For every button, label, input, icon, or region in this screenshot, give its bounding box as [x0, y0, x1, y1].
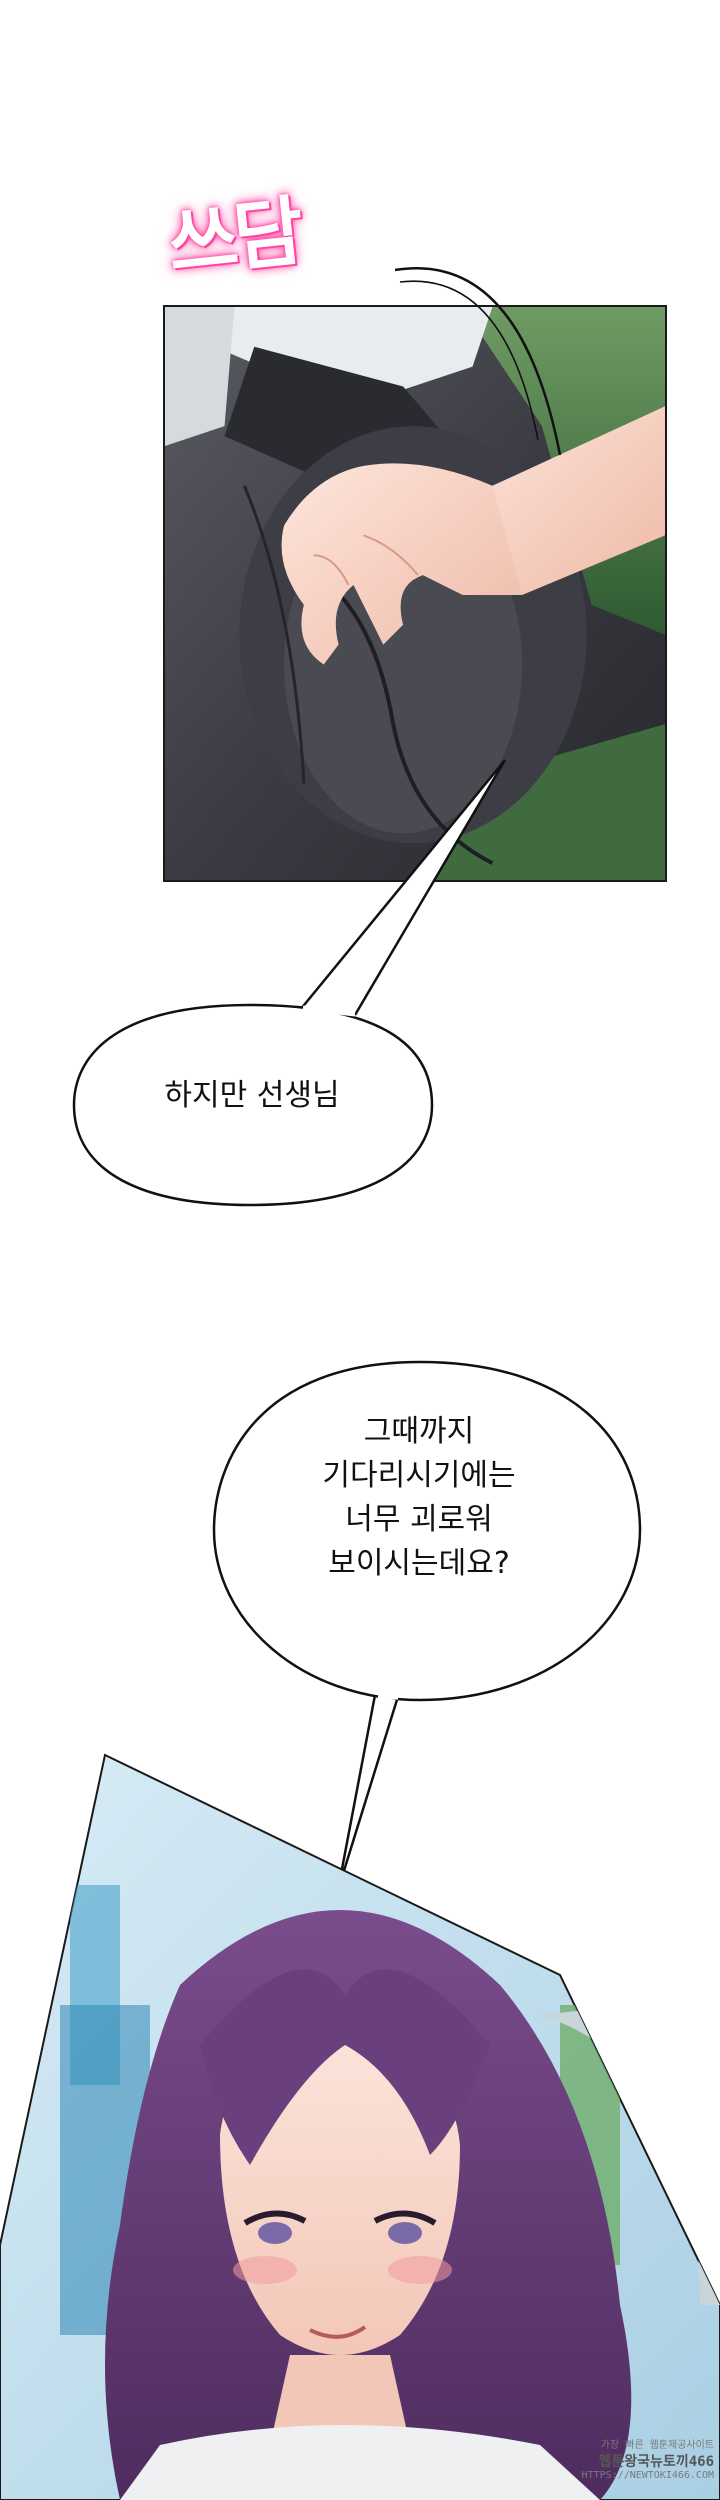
panel-hand-on-lap: [163, 305, 667, 882]
bubble-1-text: 하지만 선생님: [74, 1074, 430, 1118]
panel-hand-illustration: [165, 307, 665, 880]
dialogue-line: 너무 괴로워: [345, 1502, 493, 1537]
bubble-2-text: 그때까지 기다리시기에는 너무 괴로워 보이시는데요?: [218, 1410, 620, 1586]
watermark-line-2: 웹툰왕국뉴토끼466: [598, 2454, 714, 2470]
motion-line: [394, 267, 562, 456]
panel-woman-illustration: [0, 1753, 720, 2500]
panel-woman-portrait: [0, 1745, 720, 2500]
speech-bubble-2: [212, 1360, 642, 1702]
dialogue-line: 그때까지: [363, 1414, 475, 1449]
bubble-1-tail: [299, 759, 507, 1016]
dialogue-line: 보이시는데요?: [328, 1546, 510, 1581]
speech-bubble-1: [72, 1003, 434, 1207]
dialogue-line: 하지만 선생님: [164, 1078, 340, 1113]
watermark-line-1: 가장 빠른 웹툰제공사이트: [600, 2440, 714, 2451]
watermark-line-3: HTTPS://NEWTOKI466.COM: [581, 2470, 714, 2481]
dialogue-line: 기다리시기에는: [322, 1458, 516, 1493]
motion-line: [399, 280, 539, 441]
